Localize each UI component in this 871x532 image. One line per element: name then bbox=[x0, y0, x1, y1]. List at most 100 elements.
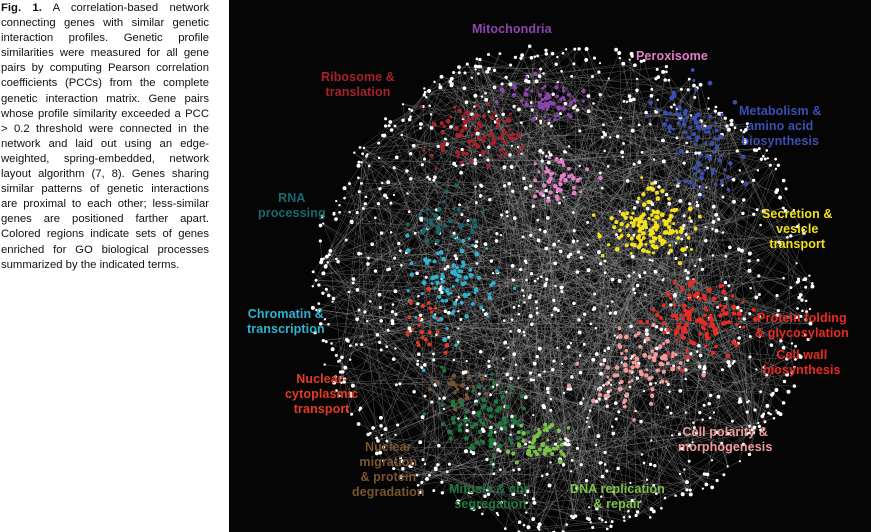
cluster-node bbox=[436, 251, 440, 256]
cluster-node bbox=[572, 98, 577, 103]
cluster-node bbox=[470, 424, 475, 430]
cluster-node bbox=[498, 154, 502, 158]
gene-node bbox=[505, 210, 509, 214]
gene-node bbox=[425, 476, 429, 481]
gene-node bbox=[627, 94, 632, 98]
gene-node bbox=[532, 378, 535, 382]
gene-node bbox=[318, 322, 323, 326]
cluster-node bbox=[651, 322, 656, 328]
gene-node bbox=[793, 365, 796, 369]
gene-node bbox=[432, 352, 435, 356]
gene-node bbox=[401, 103, 405, 106]
cluster-node bbox=[442, 368, 447, 373]
cluster-node bbox=[545, 168, 551, 174]
gene-node bbox=[643, 271, 647, 275]
gene-node bbox=[716, 394, 721, 399]
gene-node bbox=[381, 133, 385, 138]
cluster-node bbox=[453, 269, 457, 273]
cluster-node bbox=[492, 438, 497, 443]
cluster-node bbox=[554, 85, 559, 90]
cluster-node bbox=[666, 225, 672, 230]
gene-node bbox=[618, 56, 622, 60]
gene-node bbox=[745, 410, 749, 414]
cluster-node bbox=[486, 163, 491, 168]
cluster-node bbox=[680, 247, 685, 252]
gene-node bbox=[769, 412, 772, 416]
gene-node bbox=[670, 105, 673, 109]
gene-node bbox=[665, 70, 668, 74]
term-line: RNA bbox=[278, 191, 306, 205]
cluster-node bbox=[664, 356, 668, 361]
cluster-node bbox=[597, 388, 602, 392]
gene-node bbox=[556, 81, 559, 84]
gene-node bbox=[606, 165, 610, 168]
cluster-node bbox=[521, 145, 526, 150]
cluster-node bbox=[651, 225, 656, 230]
cluster-node bbox=[452, 301, 458, 306]
gene-node bbox=[392, 467, 396, 471]
cluster-node bbox=[732, 99, 738, 105]
cluster-node bbox=[428, 306, 433, 311]
gene-node bbox=[781, 345, 786, 350]
gene-node bbox=[639, 59, 644, 64]
gene-node bbox=[356, 422, 361, 426]
cluster-node bbox=[467, 237, 471, 241]
gene-node bbox=[456, 499, 461, 504]
cluster-node bbox=[700, 153, 704, 157]
gene-node bbox=[511, 492, 516, 497]
cluster-node bbox=[674, 207, 679, 212]
cluster-node bbox=[470, 133, 474, 137]
gene-node bbox=[778, 195, 783, 200]
cluster-node bbox=[727, 320, 731, 324]
gene-node bbox=[479, 183, 483, 187]
gene-node bbox=[348, 391, 353, 396]
cluster-node bbox=[675, 338, 679, 342]
cluster-node bbox=[714, 344, 718, 349]
gene-node bbox=[635, 376, 640, 380]
cluster-node bbox=[630, 365, 635, 370]
gene-node bbox=[363, 310, 367, 314]
cluster-node bbox=[624, 243, 629, 248]
gene-node bbox=[779, 339, 783, 343]
gene-node bbox=[532, 361, 537, 366]
cluster-node bbox=[485, 247, 489, 251]
gene-node bbox=[517, 467, 521, 471]
gene-node bbox=[687, 77, 691, 81]
gene-node bbox=[774, 157, 778, 161]
gene-node bbox=[383, 193, 387, 198]
cluster-node bbox=[535, 451, 540, 457]
cluster-node bbox=[658, 361, 664, 367]
cluster-node bbox=[466, 418, 470, 422]
gene-node bbox=[772, 417, 776, 420]
cluster-node bbox=[544, 445, 549, 450]
gene-node bbox=[761, 154, 765, 158]
gene-node bbox=[622, 142, 625, 145]
gene-node bbox=[380, 181, 384, 185]
gene-node bbox=[692, 426, 696, 430]
cluster-node bbox=[697, 168, 702, 173]
cluster-node bbox=[477, 429, 482, 434]
gene-node bbox=[596, 434, 601, 439]
gene-node bbox=[722, 473, 726, 477]
gene-node bbox=[577, 47, 581, 51]
cluster-node bbox=[641, 212, 646, 217]
gene-node bbox=[342, 186, 347, 191]
cluster-node bbox=[519, 423, 524, 428]
network-figure: Mitochondria Peroxisome Ribosome &transl… bbox=[229, 0, 871, 532]
gene-node bbox=[475, 240, 479, 244]
gene-node bbox=[729, 118, 734, 123]
gene-node bbox=[605, 404, 609, 408]
cluster-node bbox=[625, 225, 629, 229]
cluster-node bbox=[618, 228, 622, 233]
gene-node bbox=[677, 432, 682, 436]
cluster-node bbox=[557, 459, 563, 465]
gene-node bbox=[543, 229, 547, 234]
cluster-node bbox=[535, 189, 539, 193]
gene-node bbox=[684, 268, 688, 273]
cluster-node bbox=[665, 118, 669, 122]
gene-node bbox=[645, 478, 649, 481]
gene-node bbox=[457, 296, 460, 299]
gene-node bbox=[574, 104, 577, 107]
cluster-node bbox=[450, 235, 455, 239]
